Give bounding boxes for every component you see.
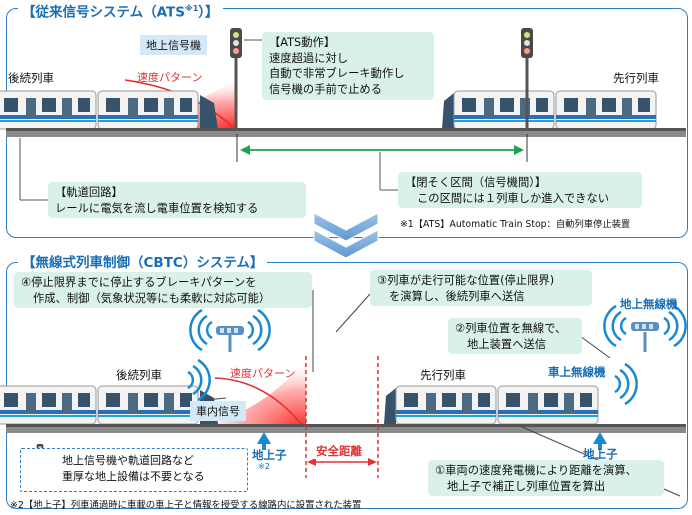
rail-top [6,128,686,137]
radio-waves-icon [603,304,628,348]
signal-icon-right [521,28,533,58]
block-box-line: 【閉そく区間（信号機間）】 [405,176,547,189]
step1-box: ①車両の速度発電機により距離を演算、 地上子で補正し列車位置を算出 [428,460,664,496]
step3-box: ③列車が走行可能な位置(停止限界) を演算し、後続列車へ送信 [370,270,592,306]
step2-box: ②列車位置を無線で、 地上装置へ送信 [448,318,582,354]
preceding-train-label-bottom: 先行列車 [420,368,466,382]
track-circuit-box: 【軌道回路】 レールに電気を流し電車位置を検知する [48,182,306,218]
onboard-radio-waves-preceding [613,362,638,406]
cbtc-system-title: 【無線式列車制御（CBTC）システム】 [18,255,268,271]
title-end: ）】 [198,4,219,21]
ats-box-line: 【ATS動作】 [269,36,336,49]
signal-icon-left [230,28,242,58]
step2-line: 地上装置へ送信 [467,337,547,351]
preceding-train-label-top: 先行列車 [613,71,659,85]
preceding-train-top [442,90,657,130]
transponder-label-left: 地上子 [252,448,287,462]
radio-waves-icon [189,308,214,352]
transponder-label-right: 地上子 [583,447,618,461]
step1-line: 地上子で補正し列車位置を算出 [447,479,606,493]
step4-line: 作成、制御（気象状況等にも柔軟に対応可能） [33,291,271,305]
ground-radio-label: 地上無線機 [620,297,678,311]
safety-distance-label: 安全距離 [312,443,366,459]
block-box-line: この区間には１列車しか進入できない [417,191,610,205]
ats-operation-box: 【ATS動作】 速度超過に対し 自動で非常ブレーキ動作し 信号機の手前で止める [262,32,434,100]
step3-line: ③列車が走行可能な位置(停止限界) [377,274,555,287]
ats-box-line: 信号機の手前で止める [269,82,382,96]
preceding-train-bottom [384,385,599,425]
speed-pattern-label-top: 速度パターン [137,71,203,84]
ats-box-line: 自動で非常ブレーキ動作し [269,67,405,80]
transponder-footnote: ※2【地上子】列車通過時に車載の車上子と情報を授受する線路内に設置された装置 [10,500,362,511]
conventional-system-title: 【従来信号システム（ATS※1）】 [18,1,223,21]
step2-line: ②列車位置を無線で、 [455,322,567,335]
incab-signal-label: 車内信号 [190,401,246,421]
transition-chevrons [313,212,379,259]
speed-pattern-curve-bottom [214,377,307,431]
onboard-radio-label: 車上無線機 [548,365,606,379]
step3-line: を演算し、後続列車へ送信 [389,289,525,303]
circuit-box-line: 【軌道回路】 [55,186,123,199]
transponder-icon-right [593,432,607,444]
speed-pattern-label-bottom: 速度パターン [230,367,296,380]
transponder-footnote-mark: ※2 [258,462,270,471]
ground-signal-label: 地上信号機 [140,35,207,55]
following-train-label-top: 後続列車 [8,71,54,85]
no-ground-equipment-line: 重厚な地上設備は不要となる [62,470,205,483]
ground-radio-antenna-right [631,322,659,331]
title-text: 【従来信号システム（ATS [22,4,185,21]
ground-radio-antenna-left [216,326,244,335]
step4-line: ④停止限界までに停止するブレーキパターンを [21,276,257,289]
ats-box-line: 速度超過に対し [269,51,349,65]
following-train-label-bottom: 後続列車 [116,368,162,382]
radio-waves-icon [662,304,687,348]
step4-box: ④停止限界までに停止するブレーキパターンを 作成、制御（気象状況等にも柔軟に対応… [14,272,312,308]
circuit-box-line: レールに電気を流し電車位置を検知する [55,201,259,215]
following-train-bottom [0,385,218,425]
block-section-box: 【閉そく区間（信号機間）】 この区間には１列車しか進入できない [398,172,642,208]
title-footnote-mark: ※1 [184,4,199,13]
rail-bottom [6,424,686,433]
following-train-top [0,90,218,130]
no-ground-equipment-box [20,448,248,492]
radio-waves-icon [246,308,271,352]
step1-line: ①車両の速度発電機により距離を演算、 [435,464,637,477]
ats-footnote: ※1【ATS】Automatic Train Stop：自動列車停止装置 [400,219,631,230]
transponder-icon-left [257,432,271,444]
speed-pattern-fade-bottom [190,360,306,430]
no-ground-equipment-line: 地上信号機や軌道回路など [62,454,194,467]
